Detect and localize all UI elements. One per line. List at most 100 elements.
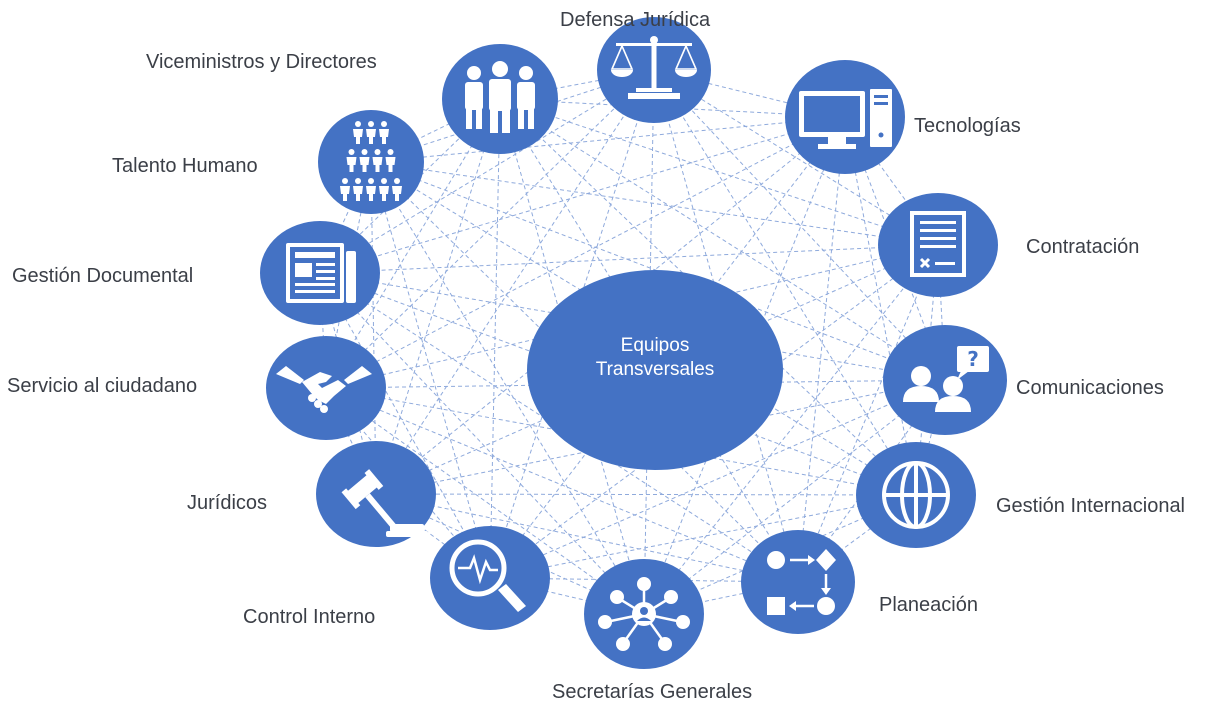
connection-line bbox=[653, 69, 946, 381]
people-question-icon: ? bbox=[903, 346, 989, 412]
label-servicio-al-ciudadano: Servicio al ciudadano bbox=[7, 375, 198, 397]
crowd-person-head bbox=[361, 149, 368, 155]
handshake-icon bbox=[276, 366, 372, 413]
connection-line bbox=[489, 494, 917, 579]
crowd-person-body bbox=[340, 186, 350, 201]
crowd-person-head bbox=[355, 178, 361, 184]
node-control bbox=[430, 526, 550, 630]
label-defensa-juridica: Defensa Jurídica bbox=[560, 9, 711, 31]
connection-line bbox=[319, 272, 799, 583]
crowd-person-head bbox=[387, 149, 394, 155]
center-hub bbox=[527, 270, 783, 470]
flowchart-icon bbox=[767, 549, 836, 615]
scales-icon bbox=[610, 36, 698, 99]
connection-line bbox=[325, 69, 655, 389]
connection-line bbox=[844, 116, 917, 496]
label-control-interno: Control Interno bbox=[243, 606, 376, 628]
connection-line bbox=[797, 116, 846, 583]
crowd-person-head bbox=[381, 178, 387, 184]
crowd-person-body bbox=[379, 129, 389, 144]
connection-line bbox=[370, 161, 946, 381]
connection-line bbox=[370, 161, 799, 583]
computer-icon bbox=[799, 89, 892, 149]
connection-line bbox=[844, 116, 939, 246]
connection-line bbox=[370, 161, 377, 495]
group-icon bbox=[465, 61, 535, 133]
connection-line bbox=[370, 161, 917, 496]
connection-line bbox=[489, 379, 946, 579]
newspaper-icon bbox=[286, 243, 356, 303]
connection-line bbox=[643, 244, 939, 615]
crowd-person-head bbox=[355, 121, 361, 127]
connection-line bbox=[375, 244, 939, 495]
crowd-person-head bbox=[368, 178, 374, 184]
crowd-person-body bbox=[353, 129, 363, 144]
network-icon bbox=[598, 577, 690, 651]
magnifier-icon bbox=[449, 539, 526, 612]
connection-line bbox=[319, 272, 491, 579]
connection-line bbox=[375, 69, 655, 495]
crowd-person-head bbox=[342, 178, 348, 184]
crowd-person-head bbox=[368, 121, 374, 127]
connection-line bbox=[375, 493, 799, 583]
crowd-person-body bbox=[385, 157, 396, 172]
connection-line bbox=[489, 98, 501, 579]
center-hub-label: Equipos Transversales bbox=[530, 334, 780, 382]
connection-line bbox=[653, 69, 917, 496]
connection-line bbox=[319, 272, 645, 615]
crowd-person-head bbox=[394, 178, 400, 184]
connection-line bbox=[325, 98, 501, 389]
crowd-person-body bbox=[346, 157, 357, 172]
connection-line bbox=[489, 244, 939, 579]
crowd-person-body bbox=[359, 157, 370, 172]
connection-line bbox=[499, 98, 946, 381]
connection-line bbox=[375, 98, 501, 495]
connection-line bbox=[643, 379, 946, 615]
center-line-1: Equipos bbox=[620, 335, 690, 356]
crowd-person-body bbox=[372, 157, 383, 172]
crowd-person-head bbox=[374, 149, 381, 155]
crowd-person-head bbox=[348, 149, 355, 155]
crowd-person-body bbox=[392, 186, 402, 201]
connection-line bbox=[797, 244, 939, 583]
contract-icon bbox=[910, 211, 966, 277]
center-line-2: Transversales bbox=[595, 359, 715, 380]
label-gestion-internacional: Gestión Internacional bbox=[996, 495, 1186, 517]
connection-line bbox=[325, 387, 799, 583]
connection-line bbox=[319, 244, 939, 274]
label-contratacion: Contratación bbox=[1026, 236, 1140, 258]
connection-line bbox=[489, 577, 645, 615]
node-juridicos bbox=[316, 441, 436, 547]
crowd-person-body bbox=[353, 186, 363, 201]
label-viceministros-y-directores: Viceministros y Directores bbox=[146, 51, 377, 73]
connection-line bbox=[643, 581, 799, 615]
gavel-icon bbox=[341, 469, 428, 538]
connection-line bbox=[325, 387, 645, 615]
connection-line bbox=[370, 161, 939, 246]
label-tecnologias: Tecnologías bbox=[914, 115, 1021, 137]
label-planeacion: Planeación bbox=[879, 594, 978, 616]
connection-line bbox=[319, 116, 846, 274]
connection-line bbox=[325, 387, 917, 496]
crowd-person-body bbox=[379, 186, 389, 201]
connection-line bbox=[325, 387, 377, 495]
label-talento-humano: Talento Humano bbox=[112, 155, 258, 177]
crowd-person-head bbox=[381, 121, 387, 127]
crowd-icon bbox=[340, 121, 402, 201]
svg-text:?: ? bbox=[967, 347, 979, 371]
label-comunicaciones: Comunicaciones bbox=[1016, 377, 1164, 399]
connection-line bbox=[319, 272, 327, 389]
label-juridicos: Jurídicos bbox=[187, 492, 268, 514]
globe-icon bbox=[882, 461, 950, 529]
label-gestion-documental: Gestión Documental bbox=[12, 265, 194, 287]
connection-line bbox=[370, 161, 491, 579]
connection-line bbox=[370, 116, 846, 163]
connection-line bbox=[499, 69, 655, 100]
crowd-person-body bbox=[366, 129, 376, 144]
label-secretarias-generales: Secretarías Generales bbox=[552, 681, 753, 703]
node-planeacion bbox=[741, 530, 855, 634]
connection-line bbox=[375, 116, 846, 495]
connection-line bbox=[653, 69, 799, 583]
crowd-person-body bbox=[366, 186, 376, 201]
